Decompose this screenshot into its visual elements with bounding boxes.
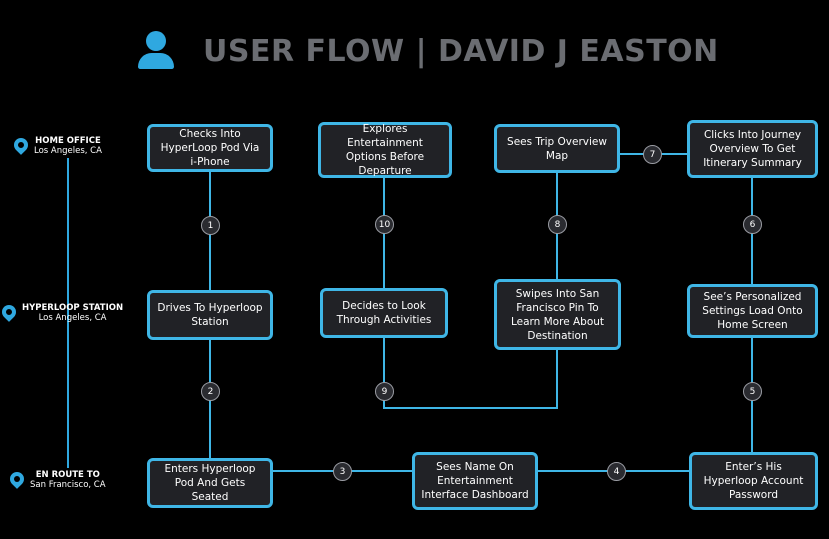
node-decides: Decides to Look Through Activities bbox=[320, 288, 448, 338]
node-explores: Explores Entertainment Options Before De… bbox=[318, 122, 452, 178]
location-name: HYPERLOOP STATION bbox=[22, 303, 124, 313]
step-10: 10 bbox=[375, 215, 394, 234]
location-sub: Los Angeles, CA bbox=[38, 313, 107, 323]
node-drives: Drives To Hyperloop Station bbox=[147, 290, 273, 340]
node-swipes: Swipes Into San Francisco Pin To Learn M… bbox=[494, 279, 621, 350]
location-sub: Los Angeles, CA bbox=[34, 146, 102, 156]
step-8: 8 bbox=[548, 215, 567, 234]
header: USER FLOW | DAVID J EASTON bbox=[135, 26, 719, 76]
node-trip-overview: Sees Trip Overview Map bbox=[494, 124, 620, 173]
step-3: 3 bbox=[333, 462, 352, 481]
node-enters-account: Enter’s His Hyperloop Account Password bbox=[689, 452, 818, 510]
step-5: 5 bbox=[743, 382, 762, 401]
step-2: 2 bbox=[201, 382, 220, 401]
step-7: 7 bbox=[643, 145, 662, 164]
location-hyperloop-station: HYPERLOOP STATION Los Angeles, CA bbox=[0, 302, 124, 323]
step-9: 9 bbox=[375, 382, 394, 401]
node-personalized: See’s Personalized Settings Load Onto Ho… bbox=[687, 284, 818, 338]
step-1: 1 bbox=[201, 216, 220, 235]
step-4: 4 bbox=[607, 462, 626, 481]
location-sub: San Francisco, CA bbox=[30, 480, 106, 490]
location-name: EN ROUTE TO bbox=[35, 470, 100, 480]
node-checks-in: Checks Into HyperLoop Pod Via i-Phone bbox=[147, 124, 273, 172]
location-home-office: HOME OFFICE Los Angeles, CA bbox=[11, 135, 102, 156]
timeline-line bbox=[67, 158, 69, 468]
page-title: USER FLOW | DAVID J EASTON bbox=[203, 33, 719, 69]
node-sees-name: Sees Name On Entertainment Interface Das… bbox=[412, 452, 538, 510]
node-clicks-journey: Clicks Into Journey Overview To Get Itin… bbox=[687, 120, 818, 178]
location-name: HOME OFFICE bbox=[35, 136, 101, 146]
location-en-route: EN ROUTE TO San Francisco, CA bbox=[7, 469, 106, 490]
node-enters: Enters Hyperloop Pod And Gets Seated bbox=[147, 458, 273, 508]
user-icon bbox=[135, 29, 177, 73]
connector bbox=[383, 338, 558, 409]
step-6: 6 bbox=[743, 215, 762, 234]
